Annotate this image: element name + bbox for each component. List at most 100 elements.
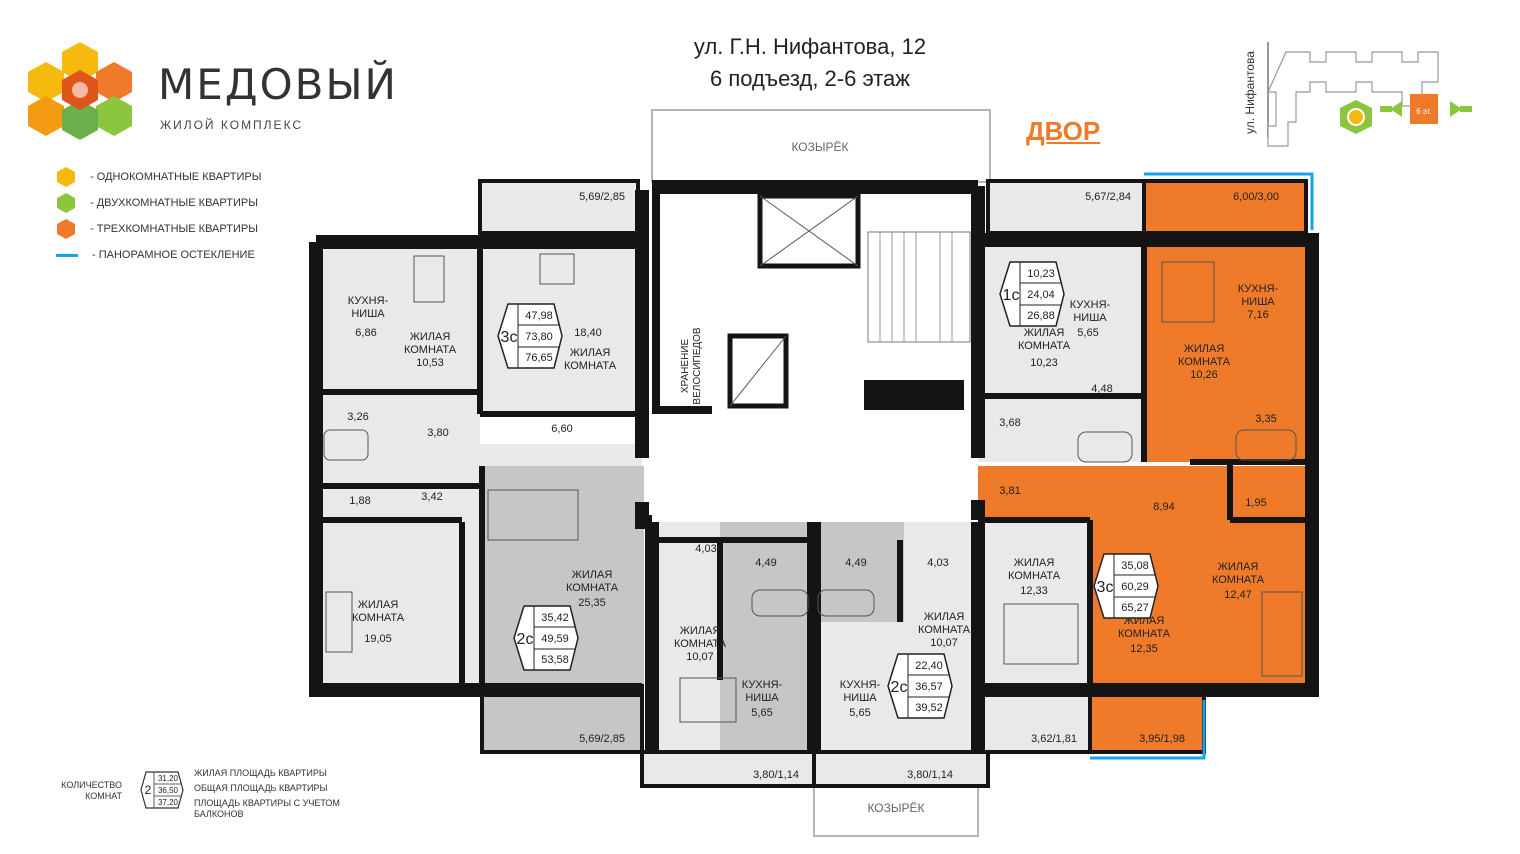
room-area: 4,49: [845, 557, 866, 569]
corridor-right: [978, 466, 1306, 520]
site-minimap: ул. Нифантова 6 эт.: [1243, 42, 1472, 147]
minimap-floor-tag: 6 эт.: [1416, 107, 1432, 116]
key-balcony-area: ПЛОЩАДЬ КВАРТИРЫ С УЧЕТОМ БАЛКОНОВ: [194, 798, 340, 819]
brand-subtitle: ЖИЛОЙ КОМПЛЕКС: [160, 118, 304, 132]
balcony-area: 5,67/2,84: [1085, 191, 1131, 203]
panoramic-glazing-top: [1144, 172, 1314, 230]
apt-left-c: [318, 486, 482, 686]
kitchen-niche-label: КУХНЯ-НИША: [348, 295, 389, 320]
badge-area-value: 53,58: [541, 654, 569, 666]
room-area: 5,65: [849, 707, 870, 719]
room-area: 4,03: [927, 557, 948, 569]
balcony-area: 5,69/2,85: [579, 733, 625, 745]
badge-area-value: 26,88: [1027, 310, 1055, 322]
room-area: 10,07: [686, 651, 714, 663]
badge-area-value: 22,40: [915, 660, 943, 672]
badge-room-count: 1с: [1003, 287, 1020, 304]
room-area: 12,47: [1224, 589, 1252, 601]
glazing-line-icon: [56, 253, 78, 257]
kitchen-niche-label: КУХНЯ-НИША: [1238, 283, 1279, 308]
brand-logo: [28, 42, 132, 140]
canopy-top-label: КОЗЫРЁК: [791, 140, 848, 154]
key-sample-v1: 31,20: [158, 774, 179, 783]
room-area: 10,26: [1190, 369, 1218, 381]
key-sample-rooms: 2: [145, 783, 152, 797]
canopy-top: [651, 109, 991, 183]
badge-area-value: 73,80: [525, 331, 553, 343]
kitchen-niche-label: КУХНЯ-НИША: [1070, 299, 1111, 324]
balcony-area: 5,69/2,85: [579, 191, 625, 203]
room-area: 12,35: [1130, 643, 1158, 655]
room-area: 4,48: [1091, 383, 1112, 395]
key-sample-v2: 36,50: [158, 786, 179, 795]
apt-right-b: [978, 520, 1090, 686]
apt-mid-right-bath: [814, 522, 904, 622]
canopy-bottom: [813, 783, 979, 837]
room-area: 12,33: [1020, 585, 1048, 597]
room-area: 3,26: [347, 411, 368, 423]
key-total-area: ОБЩАЯ ПЛОЩАДЬ КВАРТИРЫ: [194, 783, 328, 793]
legend-item-glazing: - ПАНОРАМНОЕ ОСТЕКЛЕНИЕ: [56, 245, 255, 265]
panoramic-glazing-bottom: [1090, 700, 1206, 760]
balcony-top-mid: [986, 179, 1146, 235]
key-sample-v3: 37,20: [158, 798, 179, 807]
canopy-bottom-label: КОЗЫРЁК: [867, 801, 924, 815]
legend-label: - ПАНОРАМНОЕ ОСТЕКЛЕНИЕ: [92, 249, 255, 261]
bike-storage-label: ХРАНЕНИЕВЕЛОСИПЕДОВ: [680, 327, 703, 404]
room-area: 3,80: [427, 427, 448, 439]
legend-item-1room: - ОДНОКОМНАТНЫЕ КВАРТИРЫ: [56, 167, 261, 187]
balcony-area: 3,62/1,81: [1031, 733, 1077, 745]
stair-elevator-core: [652, 180, 978, 414]
kitchen-niche-label: КУХНЯ-НИША: [840, 679, 881, 704]
badge-area-value: 39,52: [915, 702, 943, 714]
room-area: 3,81: [999, 485, 1020, 497]
minimap-street-label: ул. Нифантова: [1243, 51, 1257, 134]
badge-area-value: 47,98: [525, 310, 553, 322]
badge-area-value: 35,42: [541, 612, 569, 624]
balcony-area: 6,00/3,00: [1233, 191, 1279, 203]
brand-name: МЕДОВЫЙ: [158, 60, 398, 109]
room-area: 3,35: [1255, 413, 1276, 425]
badge-area-value: 76,65: [525, 352, 553, 364]
apt-right-a: [978, 246, 1144, 462]
key-room-count-label: КОЛИЧЕСТВО КОМНАТ: [61, 780, 122, 801]
inner-walls: [318, 246, 1306, 686]
key-sample-badge: 2 31,20 36,50 37,20: [140, 771, 184, 809]
yellow-hexagon-icon: [57, 167, 75, 187]
room-area: 8,94: [1153, 501, 1174, 513]
badge-area-value: 36,57: [915, 681, 943, 693]
room-area: 25,35: [578, 597, 606, 609]
room-area: 4,03: [695, 543, 716, 555]
outer-walls: [309, 186, 1319, 752]
room-area: 1,88: [349, 495, 370, 507]
badge-area-value: 10,23: [1027, 268, 1055, 280]
apt-left-a: [318, 248, 480, 444]
address-line-1: ул. Г.Н. Нифантова, 12: [693, 34, 927, 59]
badge-area-value: 35,08: [1121, 560, 1149, 572]
room-area: 5,65: [1077, 327, 1098, 339]
room-area: 5,65: [751, 707, 772, 719]
badge-room-count: 2с: [517, 631, 534, 648]
green-hexagon-icon: [57, 193, 75, 213]
badge-room-count: 3с: [1097, 579, 1114, 596]
room-area: 10,23: [1030, 357, 1058, 369]
legend-item-2room: - ДВУХКОМНАТНЫЕ КВАРТИРЫ: [56, 193, 258, 213]
room-area: 3,42: [421, 491, 442, 503]
room-area: 6,86: [355, 327, 376, 339]
